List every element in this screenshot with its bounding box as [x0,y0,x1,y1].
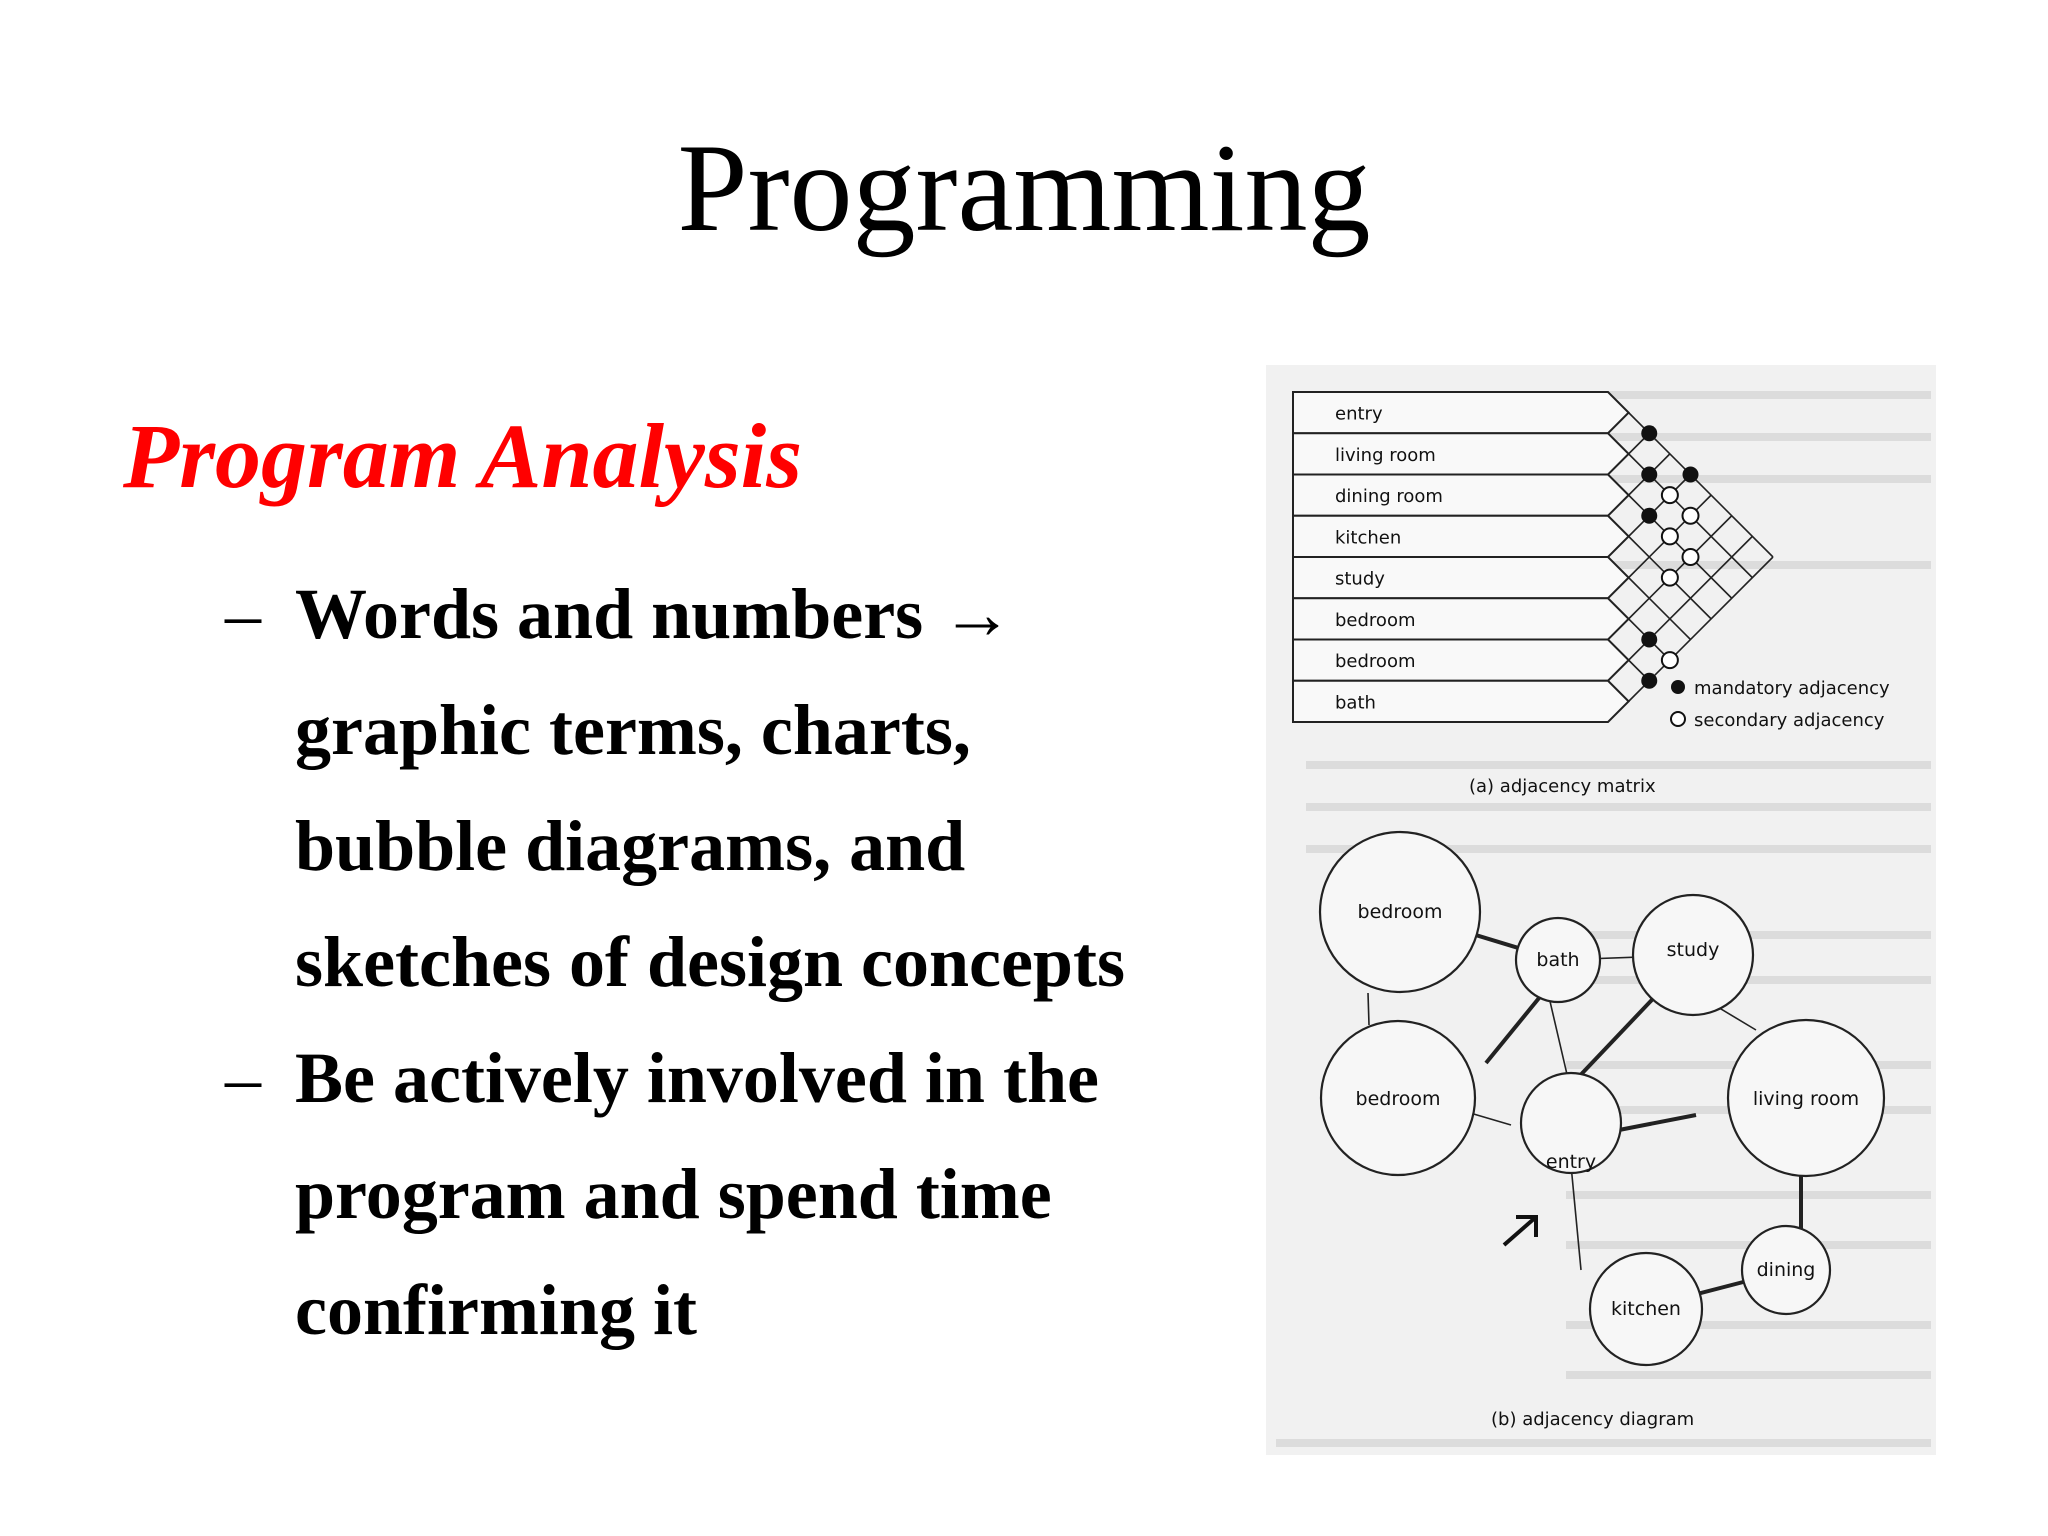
mandatory-dot [1641,425,1658,442]
node-kitchen: kitchen [1611,1298,1681,1320]
matrix-row [1292,432,1631,476]
matrix-row [1292,514,1631,558]
node-bedroom-1: bedroom [1358,901,1443,923]
secondary-dot [1660,527,1679,546]
mandatory-dot [1641,631,1658,648]
matrix-row-label: kitchen [1335,527,1401,548]
secondary-dot [1660,651,1679,670]
matrix-row [1292,679,1631,723]
matrix-row [1292,391,1631,435]
matrix-row [1292,597,1631,641]
node-study: study [1667,939,1720,961]
adjacency-figure: entry living room dining room kitchen study b… [1266,365,1936,1455]
secondary-dot [1660,568,1679,587]
bullet-text: Be actively involved in the program and … [295,1038,1099,1350]
node-bedroom-2: bedroom [1356,1088,1441,1110]
node-dining: dining [1757,1259,1816,1281]
secondary-dot [1681,548,1700,566]
bullet-item: – Words and numbers → graphic terms, cha… [225,556,1125,1020]
mandatory-marker-icon [1671,680,1685,694]
matrix-row [1292,473,1631,517]
matrix-row-label: study [1335,569,1385,590]
matrix-row-label: entry [1335,404,1383,425]
slide-title: Programming [677,119,1371,258]
entry-arrow-icon [1502,1215,1538,1247]
mandatory-dot [1641,507,1658,524]
section-heading: Program Analysis [123,405,803,507]
bullet-text: Words and numbers → graphic terms, chart… [295,574,1125,1002]
diagram-caption: (b) adjacency diagram [1491,1409,1694,1430]
mandatory-dot [1641,466,1658,483]
mandatory-dot [1641,672,1658,689]
matrix-row [1292,638,1631,682]
node-living-room: living room [1753,1088,1859,1110]
adjacency-matrix [1292,391,1631,723]
secondary-marker-icon [1670,711,1686,727]
matrix-caption: (a) adjacency matrix [1469,776,1656,797]
secondary-dot [1660,486,1679,505]
matrix-row-label: bedroom [1335,610,1416,631]
bullet-list: – Words and numbers → graphic terms, cha… [225,556,1125,1368]
mandatory-dot [1682,466,1699,483]
node-bath: bath [1536,949,1579,971]
bullet-dash: – [225,1038,261,1118]
node-entry: entry [1546,1151,1596,1173]
matrix-row [1292,556,1631,600]
matrix-row-label: living room [1335,445,1436,466]
bullet-item: – Be actively involved in the program an… [225,1020,1125,1368]
bullet-dash: – [225,574,261,654]
legend-mandatory: mandatory adjacency [1694,678,1890,699]
secondary-dot [1681,506,1700,525]
matrix-row-label: dining room [1335,486,1443,507]
legend-secondary: secondary adjacency [1694,710,1885,731]
matrix-row-label: bath [1335,692,1376,713]
adjacency-diagram [1318,830,1886,1367]
matrix-row-label: bedroom [1335,651,1416,672]
